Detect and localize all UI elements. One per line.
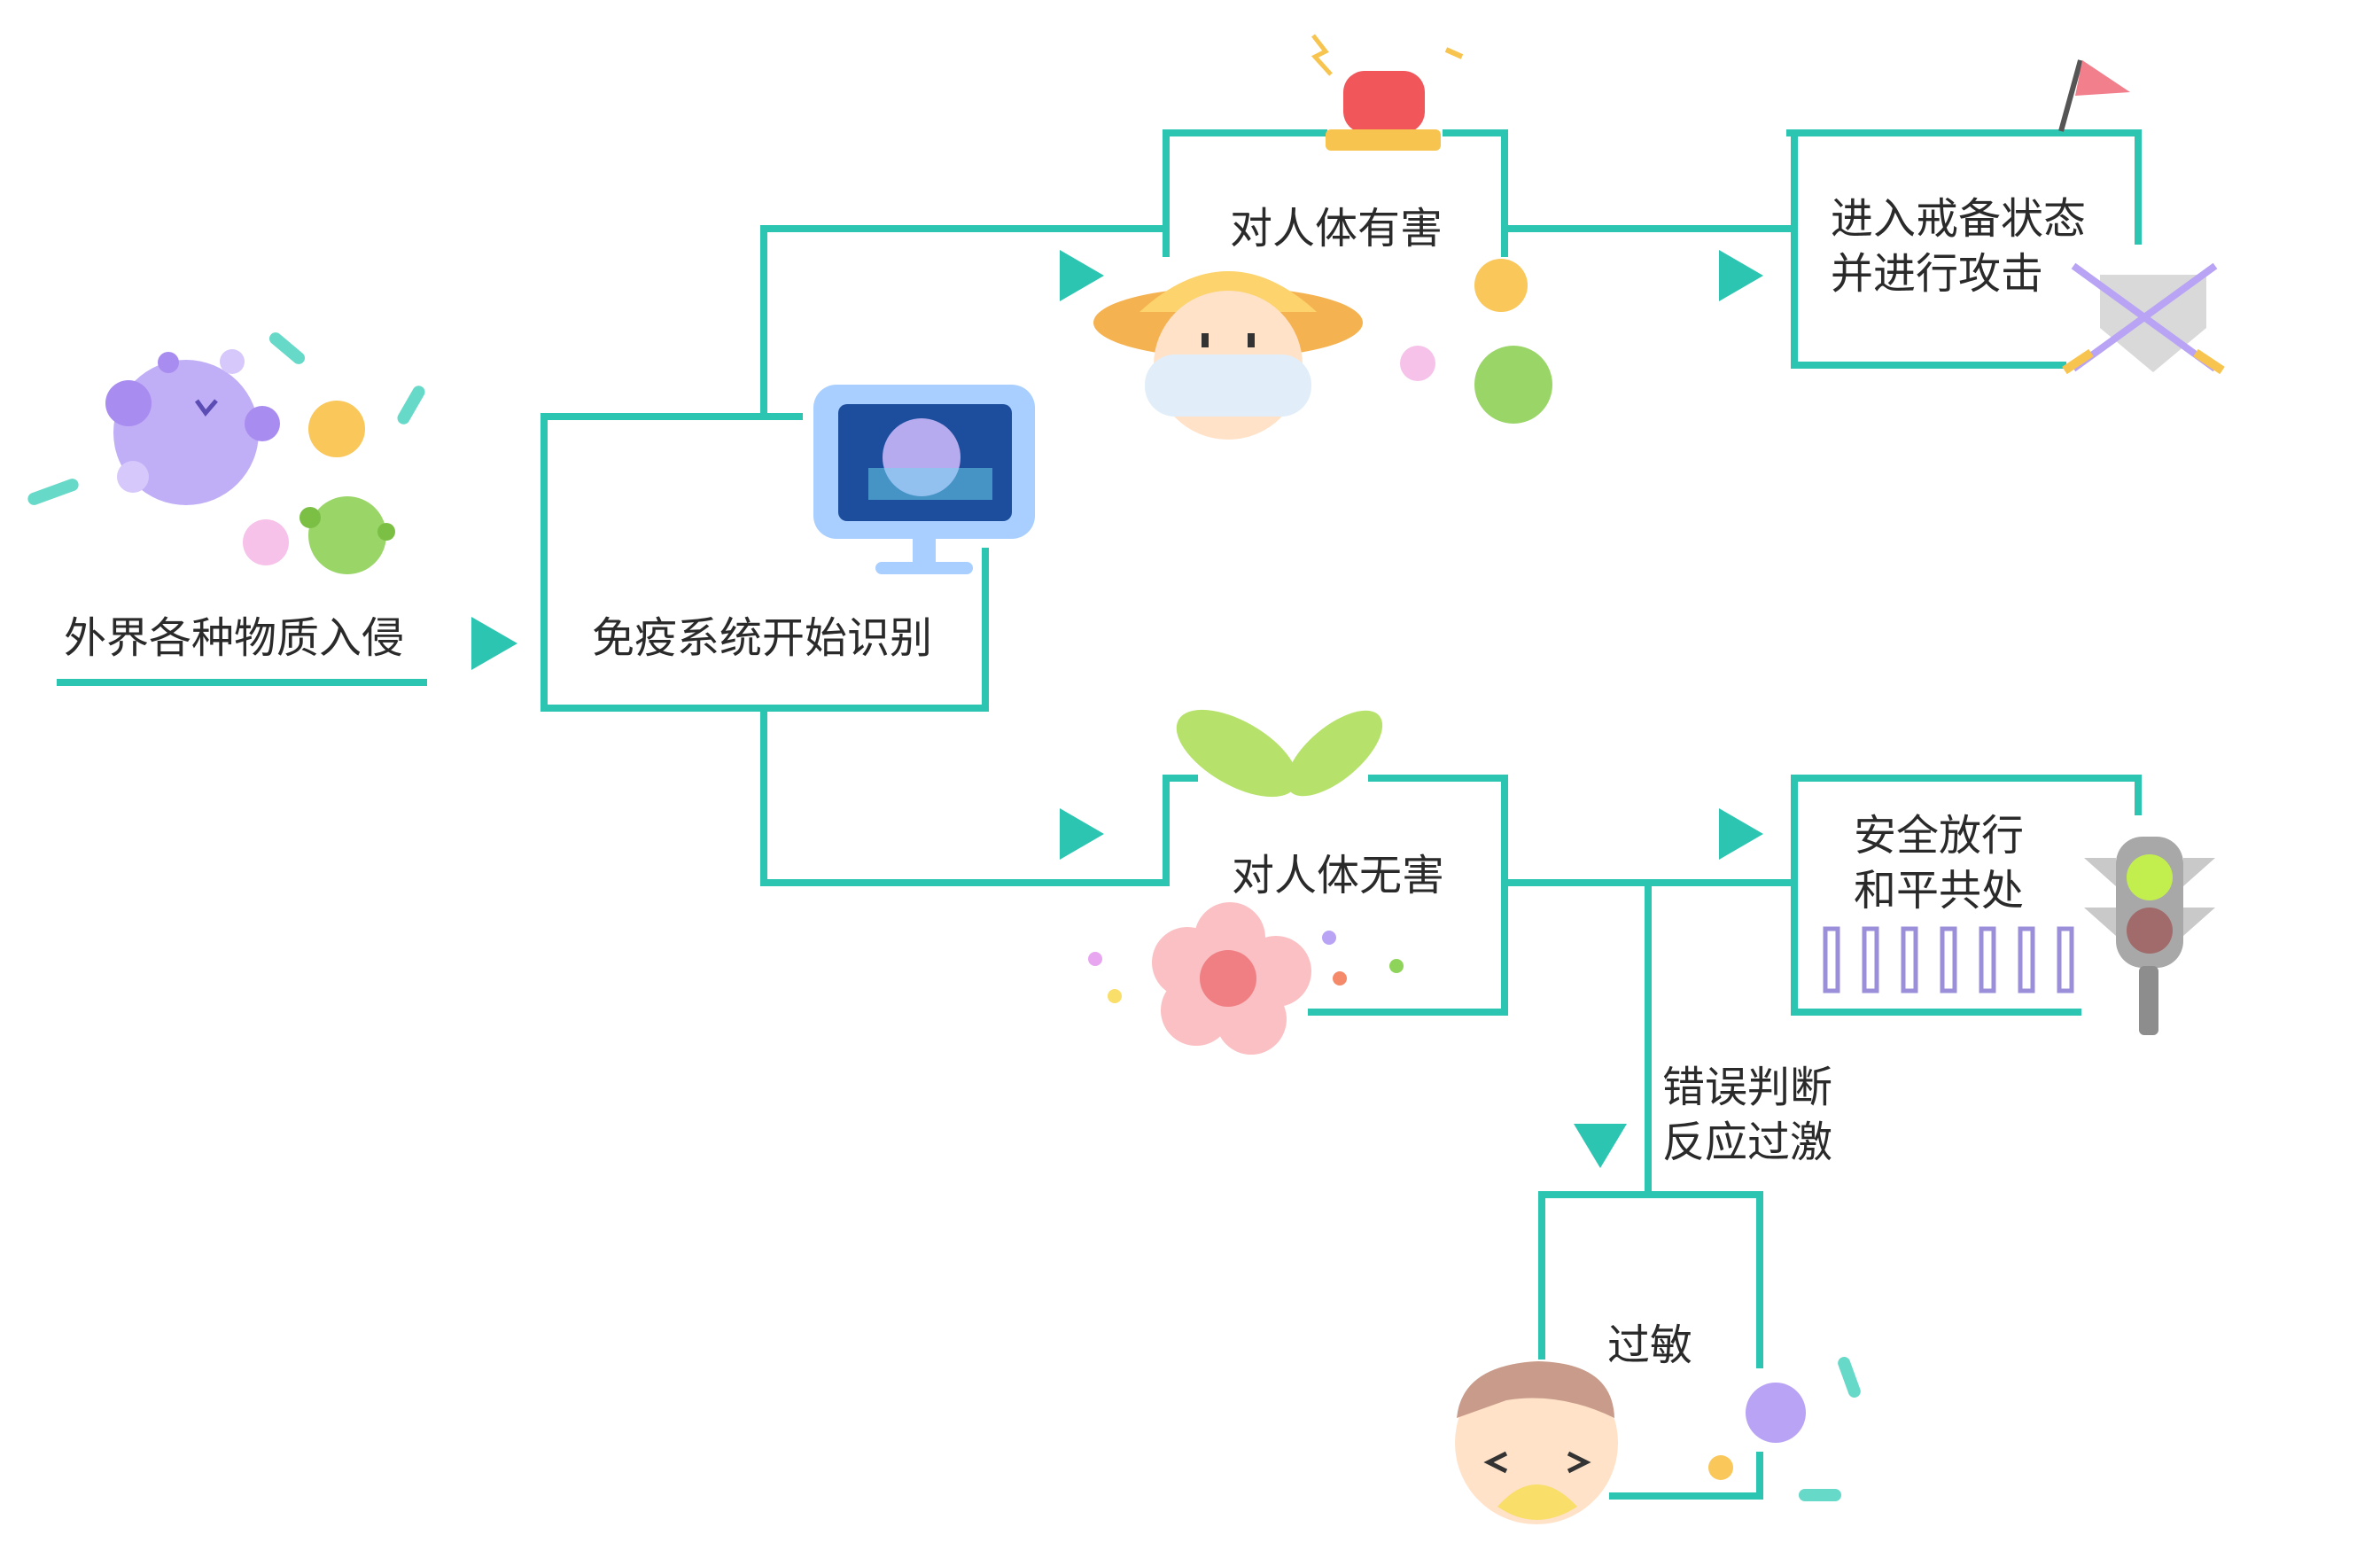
node-allergy: 过敏 — [1607, 1321, 1693, 1370]
node-misjudge-line1: 错误判断 — [1662, 1063, 1833, 1112]
monitor-icon — [813, 385, 1035, 574]
allergy-box — [1538, 1191, 1763, 1368]
arrow-to-alert — [1719, 250, 1763, 301]
alarm-icon — [1311, 34, 1464, 151]
crosswalk-icon — [1823, 926, 2074, 993]
alert-box — [2039, 129, 2142, 245]
harmless-box — [1163, 775, 1198, 886]
arrow-to-peace — [1719, 808, 1763, 860]
connector-to-harmless — [760, 705, 1170, 886]
connector-to-harmful — [760, 225, 1170, 420]
arrow-to-harmful — [1060, 250, 1104, 301]
arrow-to-harmless — [1060, 808, 1104, 860]
node-peace-line2: 和平共处 — [1854, 866, 2025, 915]
traffic-light-icon — [2084, 837, 2215, 1035]
arrow-to-allergy — [1574, 1124, 1627, 1168]
flag-icon — [2058, 59, 2130, 132]
node-harmless: 对人体无害 — [1232, 851, 1445, 900]
masked-face-icon — [1093, 259, 1552, 440]
flower-icon — [1088, 902, 1404, 1055]
leaves-icon — [1176, 709, 1383, 798]
arrow-to-recognition — [471, 617, 517, 670]
harmful-box — [1163, 129, 1327, 257]
node-invasion: 外界各种物质入侵 — [64, 613, 405, 663]
node-peace-line1: 安全放行 — [1854, 811, 2025, 861]
node-alert-line2: 并进行攻击 — [1831, 249, 2044, 299]
germs-illustration — [27, 332, 425, 574]
peace-box — [1791, 775, 2142, 886]
node-misjudge-line2: 反应过激 — [1662, 1118, 1833, 1167]
node-recognition: 免疫系统开始识别 — [592, 613, 933, 663]
shield-swords-icon — [2062, 262, 2225, 375]
node-alert-line1: 进入戒备状态 — [1831, 194, 2087, 244]
sneezing-boy-icon — [1455, 1357, 1861, 1524]
node-harmful: 对人体有害 — [1230, 204, 1443, 253]
recognition-box — [541, 413, 989, 712]
